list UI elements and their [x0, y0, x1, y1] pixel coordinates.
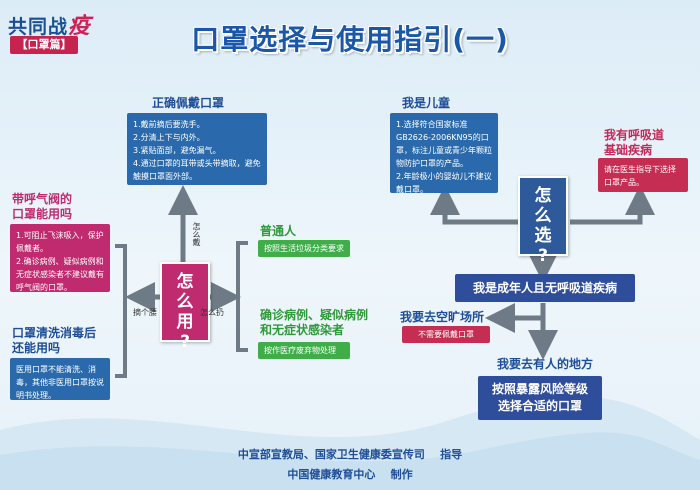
patients-heading-line-2: 和无症状感染者	[260, 323, 345, 337]
how-to-use-box-question-mark: ?	[180, 332, 190, 352]
campaign-logo: 共同战疫	[8, 8, 91, 40]
how-to-use-box: 怎 么 用 ?	[160, 262, 210, 352]
how-choose-char-3: 选	[534, 226, 552, 246]
wear-line-3: 3.紧贴面部，避免漏气。	[133, 146, 221, 155]
footer-line1-role: 指导	[440, 448, 463, 461]
wear-heading: 正确佩戴口罩	[152, 96, 225, 110]
logo-tag: 【口罩篇】	[10, 36, 78, 54]
wear-line-4: 4.通过口罩的耳带或头带摘取，避免触摸口罩面外部。	[133, 159, 261, 181]
wear-line-1: 1.戴前摘后要洗手。	[133, 120, 205, 129]
clean-heading: 口罩清洗消毒后 还能用吗	[12, 326, 96, 356]
child-line-1: 1.选择符合国家标准GB2626-2006KN95的口罩，标注儿童或青少年颗粒物…	[396, 120, 492, 168]
valve-heading-line-1: 带呼气阀的	[12, 192, 73, 206]
how-use-char-1: 怎	[176, 272, 194, 292]
patients-box: 按作医疗废弃物处理	[258, 342, 350, 359]
clean-heading-line-2: 还能用吗	[12, 341, 61, 355]
adult-box: 我是成年人且无呼吸道疾病	[455, 274, 635, 302]
child-line-2: 2.年龄极小的婴幼儿不建议戴口罩。	[396, 172, 492, 194]
patients-heading: 确诊病例、疑似病例 和无症状感染者	[260, 308, 368, 338]
respiratory-heading-line-2: 基础疾病	[604, 143, 653, 157]
footer-producer: 中国健康教育中心 制作	[0, 466, 700, 482]
how-to-choose-box: 怎 么 选 ?	[518, 176, 568, 266]
ordinary-box: 按照生活垃圾分类要求	[258, 240, 350, 257]
open-space-heading: 我要去空旷场所	[400, 310, 485, 324]
valve-heading-line-2: 口罩能用吗	[12, 207, 73, 221]
footer-line2-org: 中国健康教育中心	[287, 468, 376, 481]
arrow-to-child	[430, 185, 520, 225]
crowded-box: 按照暴露风险等级 选择合适的口罩	[478, 376, 602, 420]
how-use-char-2: 么	[176, 292, 194, 312]
open-space-box: 不需要佩戴口罩	[402, 326, 490, 343]
respiratory-box: 请在医生指导下选择口罩产品。	[598, 158, 688, 192]
respiratory-heading-line-1: 我有呼吸道	[604, 128, 665, 142]
how-choose-char-2: 么	[534, 206, 552, 226]
crowded-line-1: 按照暴露风险等级	[491, 382, 588, 396]
footer-guidance: 中宣部宣教局、国家卫生健康委宣传司 指导	[0, 446, 700, 462]
clean-heading-line-1: 口罩清洗消毒后	[12, 326, 97, 340]
crowded-line-2: 选择合适的口罩	[497, 399, 582, 413]
how-use-char-3: 用	[176, 312, 194, 332]
child-heading: 我是儿童	[402, 96, 451, 110]
patients-heading-line-1: 确诊病例、疑似病例	[260, 308, 369, 322]
child-box: 1.选择符合国家标准GB2626-2006KN95的口罩，标注儿童或青少年颗粒物…	[390, 113, 498, 194]
arrow-up-label: 怎么戴	[192, 222, 201, 246]
wear-box: 1.戴前摘后要洗手。 2.分清上下与内外。 3.紧贴面部，避免漏气。 4.通过口…	[127, 113, 267, 185]
valve-heading: 带呼气阀的 口罩能用吗	[12, 192, 72, 222]
clean-line-1: 医用口罩不能清洗、消毒，其他非医用口罩按说明书处理。	[16, 365, 104, 400]
crowded-heading: 我要去有人的地方	[497, 357, 594, 371]
wear-line-2: 2.分清上下与内外。	[133, 133, 205, 142]
logo-title-accent: 疫	[68, 13, 92, 39]
arrow-to-respiratory	[570, 185, 655, 225]
valve-line-2: 2.确诊病例、疑似病例和无症状感染者不建议戴有呼气阀的口罩。	[16, 257, 104, 292]
footer-line2-role: 制作	[390, 468, 413, 481]
bracket-left	[115, 244, 127, 378]
arrow-left-label: 摘个腰	[133, 308, 157, 317]
footer-line1-org: 中宣部宣教局、国家卫生健康委宣传司	[237, 448, 425, 461]
valve-line-1: 1.可阻止飞沫吸入，保护佩戴者。	[16, 231, 104, 253]
logo-title-main: 共同战	[8, 16, 69, 38]
valve-box: 1.可阻止飞沫吸入，保护佩戴者。 2.确诊病例、疑似病例和无症状感染者不建议戴有…	[10, 224, 110, 292]
page-title: 口罩选择与使用指引(一)	[191, 23, 509, 56]
ordinary-heading: 普通人	[260, 224, 297, 238]
respiratory-heading: 我有呼吸道 基础疾病	[604, 128, 664, 158]
how-choose-char-1: 怎	[534, 186, 552, 206]
clean-box: 医用口罩不能清洗、消毒，其他非医用口罩按说明书处理。	[10, 358, 110, 400]
arrow-right-label: 怎么扔	[200, 308, 224, 317]
how-to-choose-box-question-mark: ?	[538, 246, 548, 266]
bracket-right	[236, 241, 248, 352]
